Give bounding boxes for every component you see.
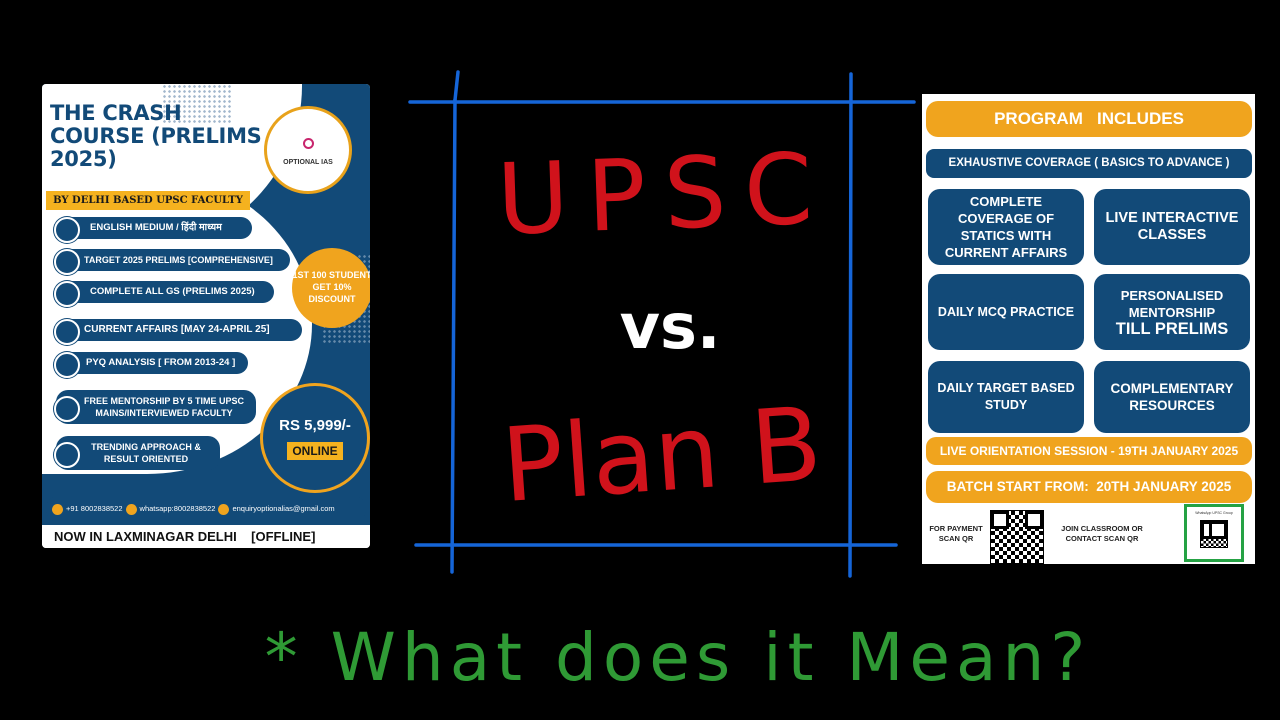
versus-text: vs.	[620, 290, 721, 363]
classroom-qr-code-icon	[1200, 520, 1228, 548]
feature-pill: TRENDING APPROACH & RESULT ORIENTED	[54, 436, 220, 470]
feature-text: ENGLISH MEDIUM / हिंदी माध्यम	[90, 222, 222, 233]
logo-text: OPTIONAL IAS	[283, 159, 333, 166]
batch-banner: BATCH START FROM: 20TH JANUARY 2025	[926, 471, 1252, 503]
bullet-circle-icon	[54, 217, 80, 243]
phone-text: +91 8002838522	[66, 504, 123, 513]
plan-b-text: Plan B	[498, 385, 825, 526]
feature-box: DAILY MCQ PRACTICE	[928, 274, 1084, 350]
whatsapp-label: WhatsApp UPSC Group	[1195, 511, 1233, 515]
blue-frame	[408, 70, 916, 578]
price-text: RS 5,999/-	[279, 417, 351, 434]
feature-text: TILL PRELIMS	[1115, 319, 1229, 338]
program-poster: PROGRAM INCLUDES EXHAUSTIVE COVERAGE ( B…	[922, 94, 1255, 564]
payment-qr-code-icon	[990, 510, 1044, 564]
poster-title: THE CRASH COURSE (PRELIMS 2025)	[50, 101, 262, 171]
optional-ias-logo: OPTIONAL IAS	[264, 106, 352, 194]
whatsapp-text: whatsapp:8002838522	[139, 504, 216, 513]
feature-pill: TARGET 2025 PRELIMS [COMPREHENSIVE]	[54, 249, 290, 275]
feature-text: CURRENT AFFAIRS [MAY 24-APRIL 25]	[84, 324, 270, 335]
feature-box: COMPLEMENTARY RESOURCES	[1094, 361, 1250, 433]
coverage-banner: EXHAUSTIVE COVERAGE ( BASICS TO ADVANCE …	[926, 149, 1252, 178]
mode-label: ONLINE	[287, 442, 343, 460]
whatsapp-qr-card: WhatsApp UPSC Group	[1184, 504, 1244, 562]
bullet-circle-icon	[54, 352, 80, 378]
email-text: enquiryoptionalias@gmail.com	[232, 504, 335, 513]
feature-box: PERSONALISED MENTORSHIP TILL PRELIMS	[1094, 274, 1250, 350]
bullet-circle-icon	[54, 319, 80, 345]
logo-mark-icon	[302, 138, 314, 149]
feature-text: PYQ ANALYSIS [ FROM 2013-24 ]	[86, 357, 236, 368]
frame-right-line	[848, 72, 853, 578]
price-badge: RS 5,999/- ONLINE	[260, 383, 370, 493]
phone-icon	[52, 503, 63, 515]
frame-left-line	[450, 98, 457, 574]
dot-pattern	[162, 84, 232, 124]
faculty-banner: BY DELHI BASED UPSC FACULTY	[46, 191, 250, 210]
feature-text: TARGET 2025 PRELIMS [COMPREHENSIVE]	[84, 255, 273, 265]
feature-text: PERSONALISED MENTORSHIP	[1120, 287, 1224, 320]
contact-bar: +91 8002838522 whatsapp:8002838522 enqui…	[46, 495, 366, 523]
caption-text: * What does it Mean?	[265, 619, 1092, 696]
program-header: PROGRAM INCLUDES	[926, 101, 1252, 137]
feature-pill: PYQ ANALYSIS [ FROM 2013-24 ]	[54, 352, 248, 378]
crash-course-poster: THE CRASH COURSE (PRELIMS 2025) OPTIONAL…	[42, 84, 370, 548]
bullet-circle-icon	[54, 281, 80, 307]
feature-pill: FREE MENTORSHIP BY 5 TIME UPSC MAINS/INT…	[54, 390, 256, 424]
feature-pill: CURRENT AFFAIRS [MAY 24-APRIL 25]	[54, 319, 302, 345]
feature-text: TRENDING APPROACH & RESULT ORIENTED	[91, 442, 201, 464]
feature-text: FREE MENTORSHIP BY 5 TIME UPSC MAINS/INT…	[83, 396, 245, 418]
bullet-circle-icon	[54, 442, 80, 468]
orientation-banner: LIVE ORIENTATION SESSION - 19TH JANUARY …	[926, 437, 1252, 465]
location-footer: NOW IN LAXMINAGAR DELHI [OFFLINE]	[42, 525, 370, 548]
feature-pill: COMPLETE ALL GS (PRELIMS 2025)	[54, 281, 274, 307]
discount-badge: 1ST 100 STUDENT GET 10% DISCOUNT	[292, 248, 370, 328]
feature-pill: ENGLISH MEDIUM / हिंदी माध्यम	[54, 217, 252, 243]
feature-box: COMPLETE COVERAGE OF STATICS WITH CURREN…	[928, 189, 1084, 265]
feature-text: COMPLETE ALL GS (PRELIMS 2025)	[90, 286, 255, 297]
feature-box: LIVE INTERACTIVE CLASSES	[1094, 189, 1250, 265]
upsc-text: UPSC	[495, 132, 832, 258]
bullet-circle-icon	[54, 396, 80, 422]
globe-icon	[125, 503, 137, 515]
feature-box: DAILY TARGET BASED STUDY	[928, 361, 1084, 433]
payment-label: FOR PAYMENT SCAN QR	[929, 524, 983, 543]
bullet-circle-icon	[54, 249, 80, 275]
frame-tick	[453, 70, 460, 102]
mail-icon	[218, 503, 230, 515]
classroom-label: JOIN CLASSROOM OR CONTACT SCAN QR	[1061, 524, 1143, 543]
